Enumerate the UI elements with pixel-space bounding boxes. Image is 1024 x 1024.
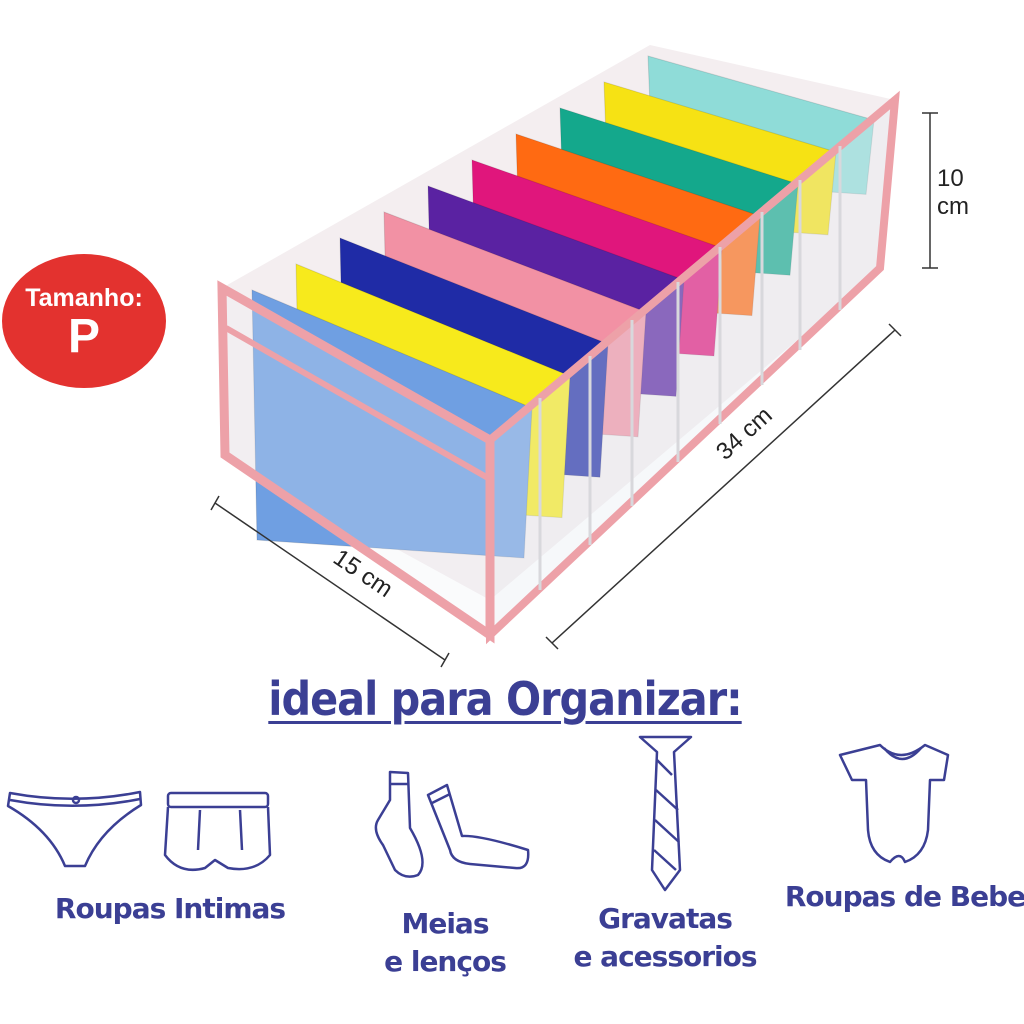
size-badge: Tamanho: P bbox=[2, 254, 166, 388]
front-trim bbox=[224, 325, 490, 481]
size-badge-value: P bbox=[67, 310, 100, 363]
category-socks-line1: Meias bbox=[401, 907, 489, 940]
folded-shirts bbox=[251, 55, 875, 559]
socks-icon bbox=[374, 770, 530, 878]
height-value: 10 bbox=[937, 165, 964, 192]
heading-text: ideal para Organizar: bbox=[268, 672, 742, 726]
category-underwear: Roupas Intimas bbox=[54, 892, 286, 925]
panties-icon bbox=[6, 790, 143, 868]
category-ties: Gravatas e acessorios bbox=[555, 900, 775, 976]
dividers bbox=[538, 146, 842, 590]
category-socks-line2: e lenços bbox=[384, 945, 507, 978]
category-ties-line2: e acessorios bbox=[573, 940, 757, 973]
category-baby-clothes: Roupas de Bebe bbox=[784, 880, 1024, 913]
size-badge-label: Tamanho: bbox=[25, 284, 143, 312]
height-unit: cm bbox=[937, 193, 969, 220]
necktie-icon bbox=[638, 735, 693, 892]
height-dimension: 10 cm bbox=[937, 165, 969, 221]
category-socks: Meias e lenços bbox=[350, 905, 540, 981]
category-ties-line1: Gravatas bbox=[598, 902, 733, 935]
dimension-lines bbox=[210, 112, 938, 668]
organizer-front-panel bbox=[217, 280, 495, 644]
baby-bodysuit-icon bbox=[838, 743, 950, 864]
boxer-briefs-icon bbox=[163, 791, 272, 872]
heading: ideal para Organizar: bbox=[0, 672, 1010, 726]
